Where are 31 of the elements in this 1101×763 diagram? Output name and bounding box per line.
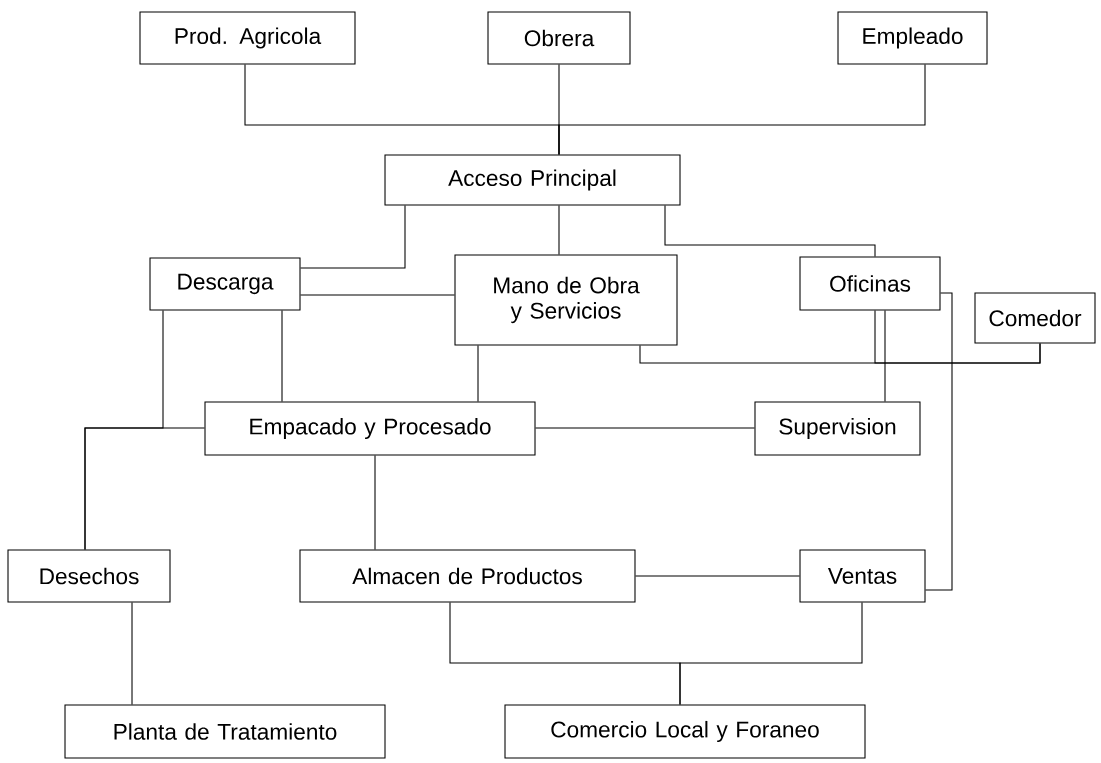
connector-line — [664, 205, 876, 257]
connector-line — [300, 294, 455, 296]
process-box: Comedor — [974, 292, 1096, 344]
process-box: Prod. Agricola — [139, 11, 356, 65]
connector-line — [874, 310, 1041, 364]
process-box: Acceso Principal — [384, 154, 681, 206]
process-box: Descarga — [149, 257, 301, 311]
connector-line — [679, 602, 863, 705]
connector-line — [477, 345, 479, 402]
process-box: Oficinas — [799, 256, 941, 311]
process-box: Planta de Tratamiento — [64, 704, 386, 759]
process-box: Supervision — [754, 401, 921, 456]
process-box: Empleado — [837, 11, 988, 65]
process-box: Mano de Obra y Servicios — [454, 254, 678, 346]
process-box: Almacen de Productos — [299, 549, 636, 603]
connector-line — [635, 575, 800, 577]
connector-line — [535, 427, 755, 429]
process-box: Ventas — [799, 549, 926, 603]
connector-line — [558, 64, 926, 155]
connector-line — [884, 310, 886, 402]
connector-line — [300, 205, 406, 269]
process-box: Desechos — [7, 549, 171, 603]
process-box: Obrera — [487, 11, 631, 65]
connector-line — [558, 205, 560, 255]
connector-line — [281, 310, 283, 402]
process-box: Empacado y Procesado — [204, 401, 536, 456]
connector-line — [925, 292, 953, 591]
connector-line — [84, 427, 205, 550]
process-box: Comercio Local y Foraneo — [504, 704, 866, 759]
connector-line — [374, 455, 376, 550]
connector-line — [131, 602, 133, 705]
